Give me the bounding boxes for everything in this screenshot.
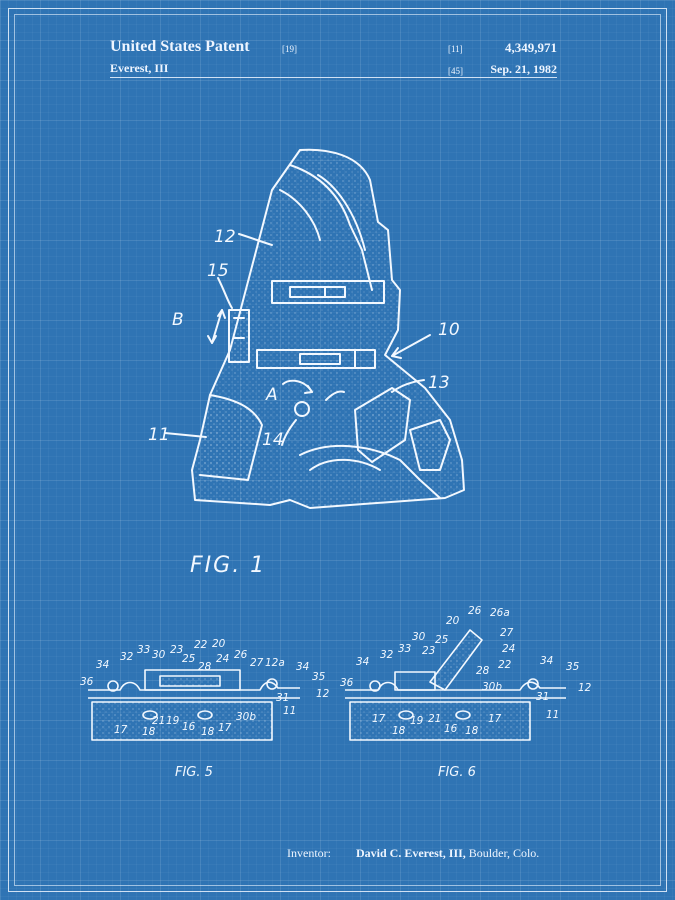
fig5-label-17a: 17 bbox=[114, 724, 128, 736]
fig6-label-26a: 26a bbox=[490, 607, 510, 619]
fig6-label-28: 28 bbox=[476, 665, 490, 677]
fig6-label-11: 11 bbox=[546, 709, 559, 721]
fig5-label-25: 25 bbox=[182, 653, 196, 665]
fig5-label-36: 36 bbox=[80, 676, 94, 688]
fig6-label-19: 19 bbox=[410, 715, 424, 727]
fig6-label-23: 23 bbox=[422, 645, 435, 657]
fig6-label-34a: 34 bbox=[356, 656, 369, 668]
inventor-location: Boulder, Colo. bbox=[469, 846, 540, 860]
fig6-label-25: 25 bbox=[435, 634, 449, 646]
fig6-label-18b: 18 bbox=[465, 725, 479, 737]
fig6-label-36: 36 bbox=[340, 677, 354, 689]
fig5-label-12a: 12a bbox=[265, 657, 285, 669]
fig6-label-32: 32 bbox=[380, 649, 394, 661]
fig5-label-33: 33 bbox=[137, 644, 150, 656]
fig5-label-18a: 18 bbox=[142, 726, 156, 738]
fig6-label-30b: 30b bbox=[482, 681, 502, 693]
fig1-boot-drawing bbox=[165, 150, 464, 508]
fig6-label-12: 12 bbox=[578, 682, 592, 694]
fig6-label-22: 22 bbox=[498, 659, 512, 671]
fig5-label-18b: 18 bbox=[201, 726, 215, 738]
fig6-label-30: 30 bbox=[412, 631, 426, 643]
fig5-label-11: 11 bbox=[283, 705, 296, 717]
ref-label-11: 11 bbox=[148, 425, 170, 445]
fig5-label-17b: 17 bbox=[218, 722, 232, 734]
fig5-label-24: 24 bbox=[216, 653, 229, 665]
ref-label-12: 12 bbox=[214, 227, 236, 247]
fig5-label-30: 30 bbox=[152, 649, 166, 661]
fig6-caption: FIG. 6 bbox=[438, 765, 476, 780]
inventor-name: David C. Everest, III, bbox=[356, 846, 466, 860]
fig5-label-21: 21 bbox=[152, 715, 165, 727]
fig5-label-34b: 34 bbox=[296, 661, 309, 673]
ref-label-a: A bbox=[265, 385, 278, 405]
fig5-label-35: 35 bbox=[312, 671, 326, 683]
fig6-label-31: 31 bbox=[536, 691, 549, 703]
fig5-label-16: 16 bbox=[182, 721, 196, 733]
ref-label-13: 13 bbox=[428, 373, 450, 393]
fig5-label-31: 31 bbox=[276, 692, 289, 704]
fig5-label-19: 19 bbox=[166, 715, 180, 727]
fig5-label-32: 32 bbox=[120, 651, 134, 663]
fig6-label-35: 35 bbox=[566, 661, 580, 673]
fig5-caption: FIG. 5 bbox=[175, 765, 213, 780]
fig6-label-16: 16 bbox=[444, 723, 458, 735]
fig5-label-27: 27 bbox=[250, 657, 264, 669]
fig6-label-21: 21 bbox=[428, 713, 441, 725]
fig6-label-17b: 17 bbox=[488, 713, 502, 725]
ref-label-b: B bbox=[172, 310, 184, 330]
fig5-label-22: 22 bbox=[194, 639, 208, 651]
fig6-label-17a: 17 bbox=[372, 713, 386, 725]
fig5-label-26: 26 bbox=[234, 649, 248, 661]
fig5-label-20: 20 bbox=[212, 638, 226, 650]
fig6-label-34b: 34 bbox=[540, 655, 553, 667]
fig1-caption: FIG. 1 bbox=[190, 553, 266, 578]
fig5-label-34a: 34 bbox=[96, 659, 109, 671]
fig6-label-27: 27 bbox=[500, 627, 514, 639]
fig5-label-12: 12 bbox=[316, 688, 330, 700]
fig5-label-30b: 30b bbox=[236, 711, 256, 723]
fig5-label-28: 28 bbox=[198, 661, 212, 673]
inventor-label: Inventor: bbox=[287, 846, 331, 860]
ref-label-10: 10 bbox=[438, 320, 460, 340]
fig6-label-20: 20 bbox=[446, 615, 460, 627]
inventor-line: Inventor: David C. Everest, III, Boulder… bbox=[287, 846, 539, 861]
ref-label-14: 14 bbox=[262, 430, 284, 450]
fig6-label-24: 24 bbox=[502, 643, 515, 655]
fig6-label-26: 26 bbox=[468, 605, 482, 617]
fig6-label-33: 33 bbox=[398, 643, 411, 655]
ref-label-15: 15 bbox=[207, 261, 229, 281]
fig6-label-18a: 18 bbox=[392, 725, 406, 737]
